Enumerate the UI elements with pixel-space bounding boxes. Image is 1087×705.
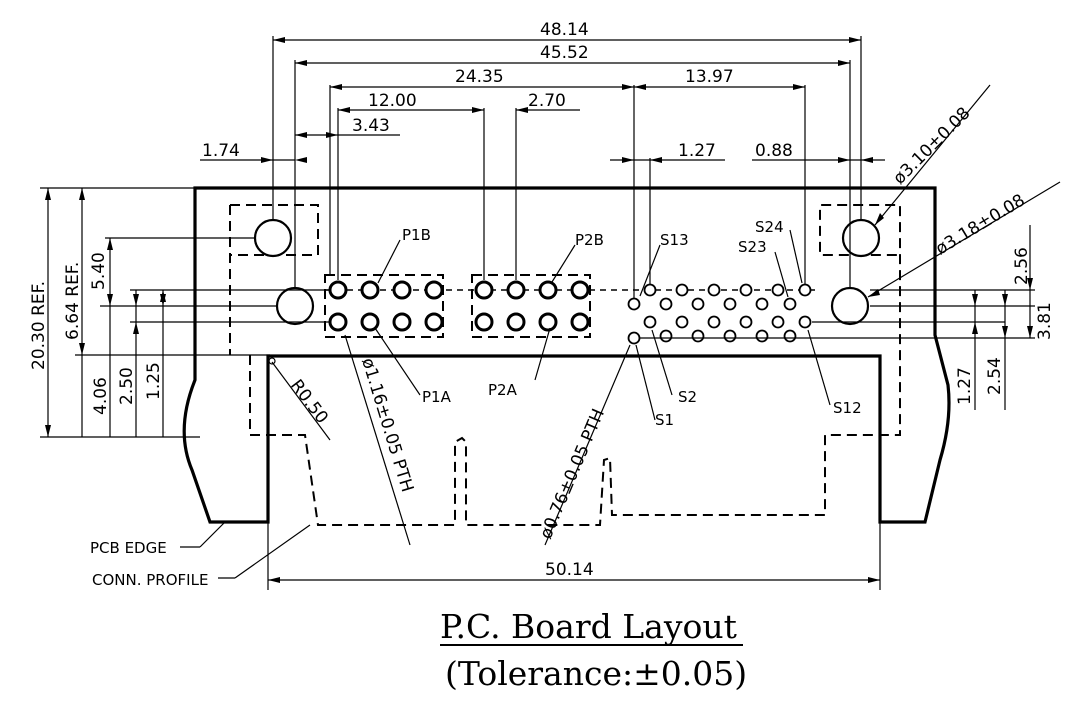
dim-13-97: 13.97 [685,67,734,87]
p1-pin-box [324,274,444,338]
label-p1b: P1B [402,226,431,244]
label-p2a: P2A [488,381,518,399]
power-pins-p1 [328,280,444,332]
connector-profile-outline [229,204,901,526]
mounting-hole-mid-left [275,286,315,326]
dim-3-81: 3.81 [1035,302,1055,340]
callout-hole-310: ø3.10±0.08 [889,103,974,188]
label-p1a: P1A [422,388,452,406]
dim-45-52: 45.52 [540,43,589,63]
right-dimension-lines [640,225,1035,410]
dim-48-14: 48.14 [540,20,589,40]
hole-callout-leaders [271,84,1061,546]
label-conn-profile: CONN. PROFILE [92,571,208,589]
mounting-hole-mid-right [830,286,870,326]
dim-1-74: 1.74 [202,141,240,161]
label-s13: S13 [660,231,689,249]
signal-pins [627,283,812,345]
dim-2-70: 2.70 [528,91,566,111]
dim-1-27-right: 1.27 [955,367,975,405]
edge-label-leaders [180,521,311,579]
dim-2-54: 2.54 [985,357,1005,395]
dim-4-06: 4.06 [91,377,111,415]
callout-pth-076: ø0.76±0.05 PTH [536,406,609,542]
label-pcb-edge: PCB EDGE [90,539,167,557]
left-dimension-lines [40,187,330,438]
dim-24-35: 24.35 [455,67,504,87]
dim-2-56: 2.56 [1012,247,1032,285]
bottom-dimension-line [267,522,881,590]
power-pins-p2 [474,280,590,332]
callout-r0-50: R0.50 [286,376,332,428]
p2-pin-box [471,274,591,338]
pin-label-leaders [374,229,831,421]
dim-5-40: 5.40 [89,252,109,290]
page-subtitle: (Tolerance:±0.05) [445,654,747,693]
label-p2b: P2B [575,231,604,249]
dim-2-50: 2.50 [117,367,137,405]
label-s23: S23 [738,238,767,256]
mounting-hole-top-left [253,218,293,258]
radius-marker [268,357,276,365]
dim-1-25: 1.25 [144,362,164,400]
top-dimension-lines [200,36,885,298]
label-s2: S2 [678,388,697,406]
label-s24: S24 [755,218,784,236]
dim-50-14: 50.14 [545,560,594,580]
label-s12: S12 [833,399,862,417]
label-s1: S1 [655,411,674,429]
mounting-hole-top-right [841,218,881,258]
dim-20-30-ref: 20.30 REF. [29,281,49,370]
dim-0-88: 0.88 [755,141,793,161]
dim-1-27-top: 1.27 [678,141,716,161]
dim-6-64-ref: 6.64 REF. [63,262,83,340]
dim-12-00: 12.00 [368,91,417,111]
pcb-edge-outline [182,186,951,524]
page-title: P.C. Board Layout [440,607,737,646]
dim-3-43: 3.43 [352,116,390,136]
